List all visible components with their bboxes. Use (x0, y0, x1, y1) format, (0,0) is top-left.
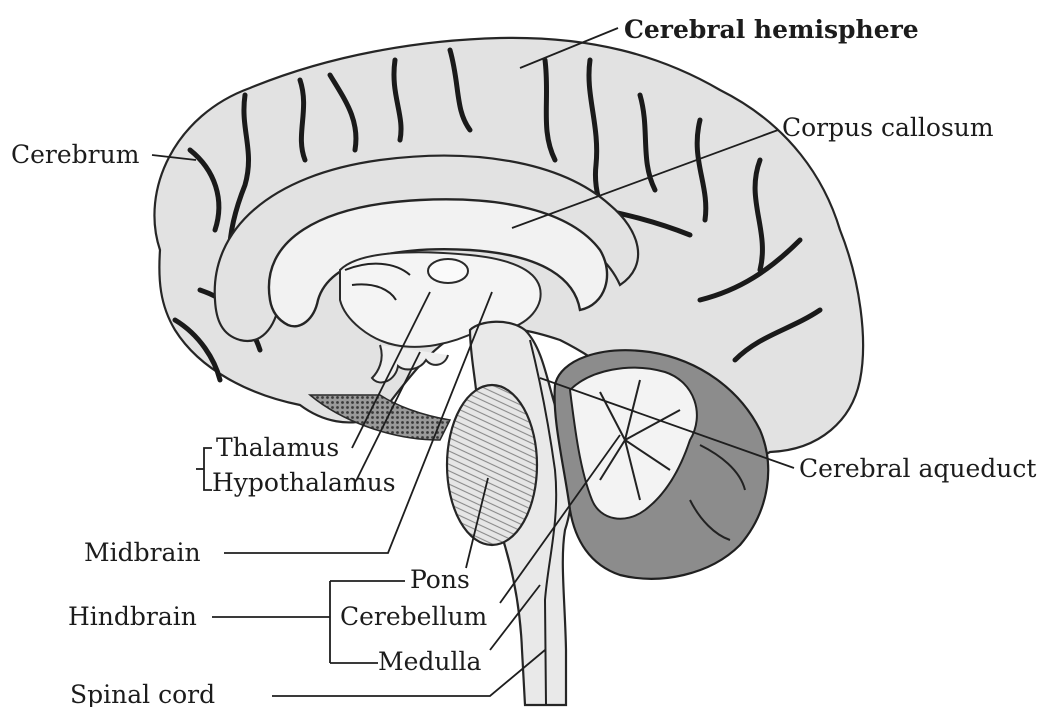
label-medulla: Medulla (378, 647, 481, 676)
label-midbrain: Midbrain (84, 538, 201, 567)
label-hindbrain: Hindbrain (68, 602, 197, 631)
label-pons: Pons (410, 565, 470, 594)
pons-shape (447, 385, 537, 545)
label-cerebral-hemisphere: Cerebral hemisphere (624, 15, 919, 44)
label-thalamus: Thalamus (216, 433, 339, 462)
label-cerebellum: Cerebellum (340, 602, 488, 631)
label-spinal-cord: Spinal cord (70, 680, 215, 707)
label-hypothalamus: Hypothalamus (212, 468, 396, 497)
interthalamic-adhesion (428, 259, 468, 283)
label-cerebral-aqueduct: Cerebral aqueduct (799, 454, 1036, 483)
label-cerebrum: Cerebrum (11, 140, 140, 169)
label-corpus-callosum: Corpus callosum (782, 113, 994, 142)
